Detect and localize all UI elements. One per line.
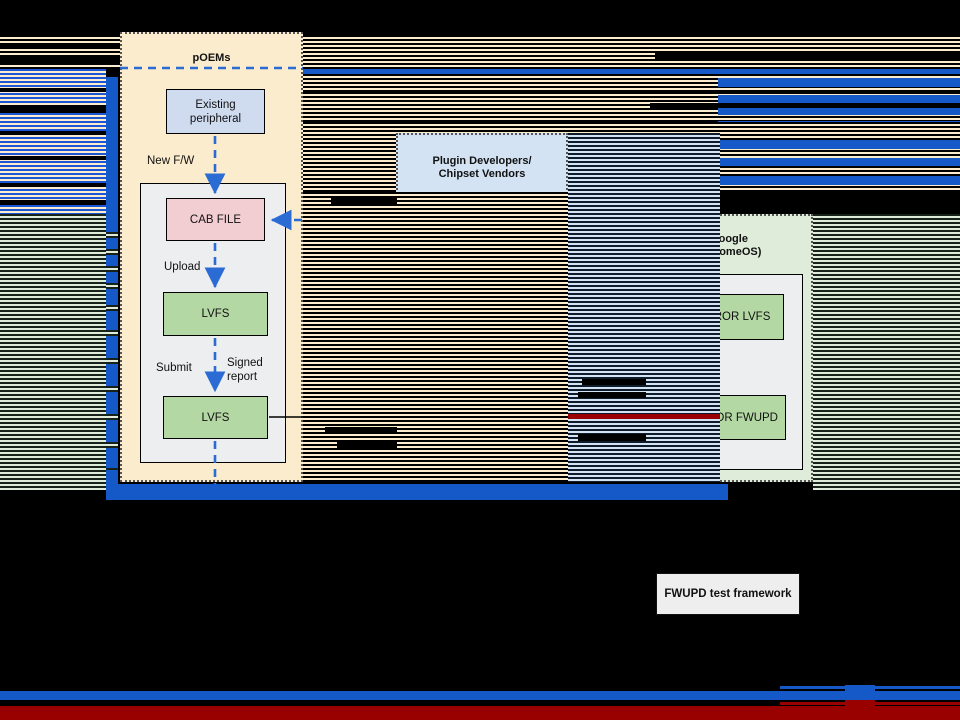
group-plugin-title-line2: Chipset Vendors [438, 168, 526, 180]
label-upload: Upload [164, 261, 201, 273]
label-submit: Submit [156, 362, 192, 374]
label-signed-report-line2: report [227, 371, 258, 383]
node-lvfs-submit[interactable]: LVFS [163, 396, 268, 439]
label-new-fw: New F/W [147, 155, 195, 167]
node-existing-peripheral-line2: peripheral [189, 112, 242, 125]
group-poems-title: pOEMs [192, 52, 231, 64]
node-existing-peripheral-line1: Existing [195, 98, 236, 111]
node-fwupd-test-framework-label: FWUPD test framework [664, 588, 792, 600]
node-cab-file-label: CAB FILE [189, 213, 242, 226]
label-signed-report-line1: Signed [227, 357, 263, 369]
node-lvfs-upload-label: LVFS [201, 308, 230, 320]
group-plugin-title-line1: Plugin Developers/ [432, 155, 532, 167]
node-existing-peripheral[interactable]: Existing peripheral [166, 89, 265, 134]
node-lvfs-upload[interactable]: LVFS [163, 292, 268, 336]
node-cab-file[interactable]: CAB FILE [166, 198, 265, 241]
node-lvfs-submit-label: LVFS [201, 411, 230, 424]
node-fwupd-test-framework[interactable]: FWUPD test framework [656, 573, 800, 615]
